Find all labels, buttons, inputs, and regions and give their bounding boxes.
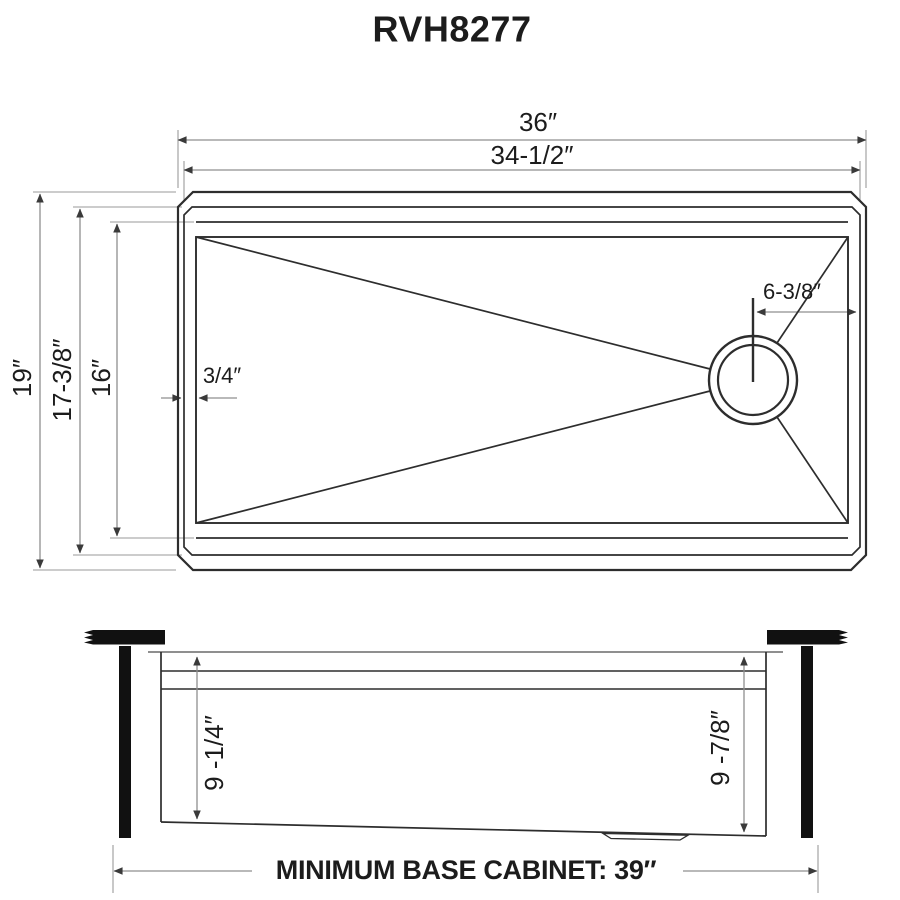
inner-width-label: 34-1/2″ [491, 140, 574, 170]
countertop-section-right [767, 630, 848, 645]
countertop-section-left [84, 630, 165, 645]
top-view-dimension-lines [36, 136, 867, 569]
sink-outer-edge [176, 190, 868, 572]
sink-bottom-sloped [160, 821, 767, 837]
top-view-extension-lines [33, 130, 867, 571]
sink-side-view: 9 -1/4″ 9 -7/8″ MINIMUM BASE CABINET: 39… [84, 630, 848, 893]
cabinet-side-left [119, 646, 131, 838]
rim-depth-label: 17-3/8″ [47, 339, 77, 422]
bowl-depth-left-label: 9 -1/4″ [199, 715, 229, 791]
sink-rim-edge [183, 206, 861, 556]
drain-flange-profile [600, 832, 691, 841]
bowl-edge [195, 236, 849, 524]
base-cabinet-dimension: MINIMUM BASE CABINET: 39″ [112, 845, 819, 893]
base-cabinet-note: MINIMUM BASE CABINET: 39″ [276, 855, 657, 885]
slope-line-top-left [195, 236, 711, 370]
sink-top-view: 36″ 34-1/2″ 19″ 17-3/8″ 16″ 3/4″ 6-3/8″ [7, 107, 868, 572]
overall-width-label: 36″ [519, 107, 557, 137]
slope-line-bottom-left [195, 390, 711, 524]
bowl-slope-lines [195, 236, 849, 524]
rim-lip-label: 3/4″ [203, 363, 242, 388]
overall-depth-label: 19″ [7, 359, 37, 397]
slope-line-bottom-right [776, 416, 849, 524]
drawing-title: RVH8277 [373, 9, 532, 50]
slope-line-top-right [776, 236, 849, 344]
drain [707, 298, 799, 426]
drain-offset-label: 6-3/8″ [763, 279, 821, 304]
ledge-depth-label: 16″ [86, 359, 116, 397]
cabinet-side-right [801, 646, 813, 838]
bowl-depth-right-label: 9 -7/8″ [705, 710, 735, 786]
